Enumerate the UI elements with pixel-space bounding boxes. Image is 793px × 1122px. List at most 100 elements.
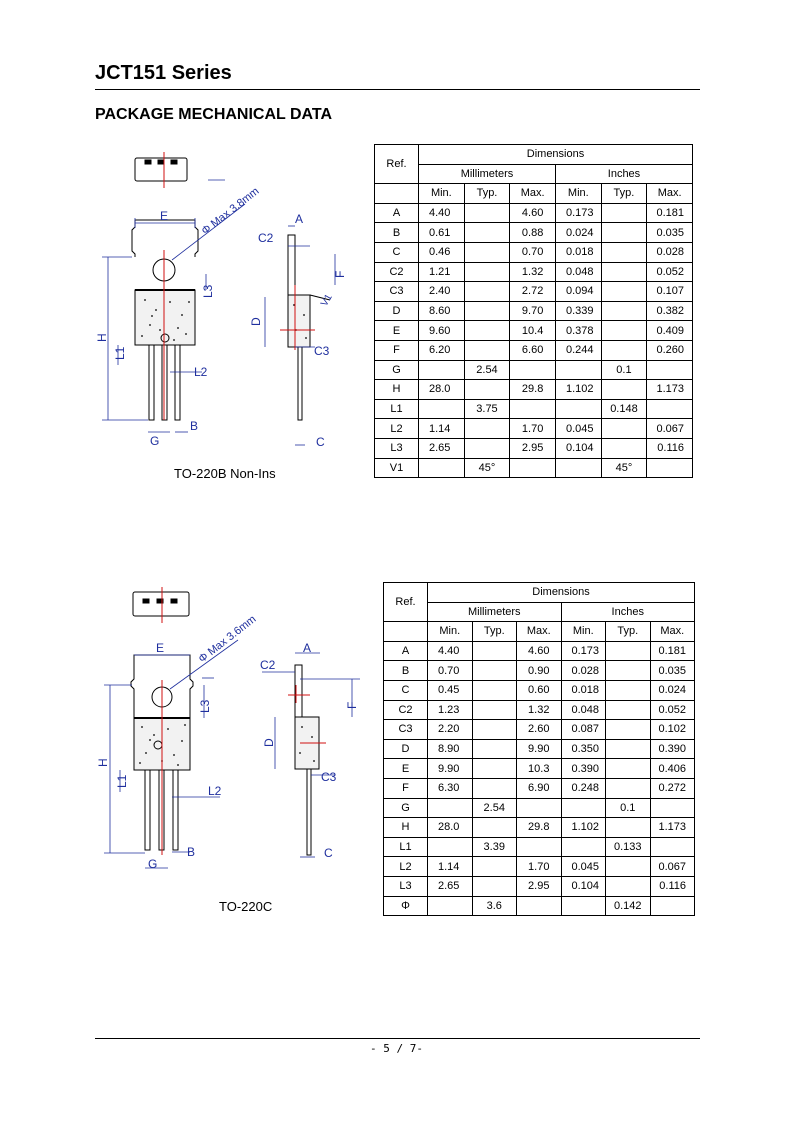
mm-max-cell: 2.60: [516, 719, 562, 740]
in-max-cell: 0.260: [646, 339, 693, 361]
mm-typ-cell: [463, 300, 511, 322]
ref-cell: D: [374, 300, 419, 322]
in-max-cell: 1.173: [649, 817, 695, 838]
dim-l3-label: L3: [201, 284, 215, 298]
package-body: [134, 289, 196, 346]
mm-min-cell: 8.90: [427, 738, 473, 760]
in-max-cell: 1.173: [646, 379, 693, 400]
in-max-cell: 0.067: [649, 856, 695, 877]
mm-min-cell: 28.0: [427, 817, 473, 838]
in-typ-cell: [600, 379, 648, 400]
mm-max-cell: 9.90: [516, 738, 562, 760]
in-max-cell: 0.116: [649, 875, 695, 897]
mm-min-cell: 28.0: [418, 379, 465, 400]
mm-typ-cell: [463, 320, 511, 341]
mm-min-cell: 0.46: [418, 241, 465, 263]
in-min-cell: 0.390: [560, 758, 606, 779]
ref-cell: Φ: [383, 895, 428, 917]
mm-max-cell: 10.3: [516, 758, 562, 779]
in-typ-cell: [600, 222, 648, 243]
ref-cell: L1: [374, 398, 419, 420]
ref-cell: B: [383, 660, 428, 681]
ref-cell: V1: [374, 457, 419, 479]
in-min-cell: [554, 457, 602, 479]
mm-min-cell: 8.60: [418, 300, 465, 322]
typ-header: Typ.: [605, 621, 651, 642]
mm-min-cell: [427, 797, 473, 819]
in-min-cell: [560, 836, 606, 858]
in-max-cell: 0.409: [646, 320, 693, 341]
in-min-cell: 0.094: [554, 281, 602, 302]
mm-min-cell: 2.65: [427, 875, 473, 897]
mm-typ-cell: 2.54: [463, 359, 511, 381]
in-typ-cell: [605, 640, 651, 662]
in-max-cell: 0.067: [646, 418, 693, 439]
in-min-cell: 0.048: [560, 699, 606, 721]
mm-typ-cell: [463, 339, 511, 361]
ref-cell: A: [383, 640, 428, 662]
mm-typ-cell: [471, 856, 517, 877]
mm-typ-cell: [463, 379, 511, 400]
in-max-cell: 0.116: [646, 437, 693, 459]
hole-diameter-note: Φ Max 3.6mm: [196, 613, 258, 665]
in-typ-cell: [605, 817, 651, 838]
in-typ-cell: 45°: [600, 457, 648, 479]
ref-cell: L2: [383, 856, 428, 877]
ref-cell: G: [383, 797, 428, 819]
mm-typ-cell: [471, 758, 517, 779]
mm-max-cell: [509, 359, 556, 381]
typ-header: Typ.: [463, 183, 511, 204]
in-min-cell: 0.244: [554, 339, 602, 361]
mm-min-cell: [418, 398, 465, 420]
mm-typ-cell: [471, 679, 517, 701]
in-typ-cell: [605, 856, 651, 877]
in-min-cell: 1.102: [560, 817, 606, 838]
in-max-cell: 0.390: [649, 738, 695, 760]
mm-max-cell: 2.95: [509, 437, 556, 459]
dim-l1-label: L1: [115, 774, 129, 788]
in-typ-cell: [605, 758, 651, 779]
package1-dimension-table: Ref. Dimensions Millimeters Inches Min. …: [374, 143, 694, 479]
mm-typ-cell: [463, 437, 511, 459]
ref-cell: C2: [374, 261, 419, 283]
mm-min-cell: 1.21: [418, 261, 465, 283]
min-header: Min.: [560, 621, 606, 642]
mm-typ-cell: [471, 777, 517, 799]
mm-typ-cell: 3.39: [471, 836, 517, 858]
mm-typ-cell: [471, 875, 517, 897]
mm-typ-cell: [463, 281, 511, 302]
dim-c-label: C: [324, 846, 333, 860]
mm-max-cell: 1.32: [516, 699, 562, 721]
mm-min-cell: 1.14: [418, 418, 465, 439]
dim-d-label: D: [262, 738, 276, 747]
mm-min-cell: [418, 359, 465, 381]
in-typ-cell: [605, 699, 651, 721]
dim-b-label: B: [190, 419, 198, 433]
dimensions-header: Dimensions: [427, 582, 695, 603]
in-typ-cell: [605, 660, 651, 681]
ref-cell: B: [374, 222, 419, 243]
series-title: JCT151 Series: [95, 62, 232, 84]
dim-h-label: H: [96, 758, 110, 767]
dim-e-label: E: [160, 209, 168, 223]
in-min-cell: 0.104: [554, 437, 602, 459]
mm-max-cell: 6.90: [516, 777, 562, 799]
in-max-cell: 0.107: [646, 281, 693, 302]
in-min-cell: 1.102: [554, 379, 602, 400]
footer-divider: [95, 1038, 700, 1039]
mounting-tab: [131, 219, 199, 257]
in-min-cell: 0.104: [560, 875, 606, 897]
in-max-cell: 0.035: [649, 660, 695, 681]
in-typ-cell: [600, 261, 648, 283]
ref-cell: C: [374, 241, 419, 263]
dim-c-label: C: [316, 435, 325, 449]
dim-l3-label: L3: [198, 699, 212, 713]
